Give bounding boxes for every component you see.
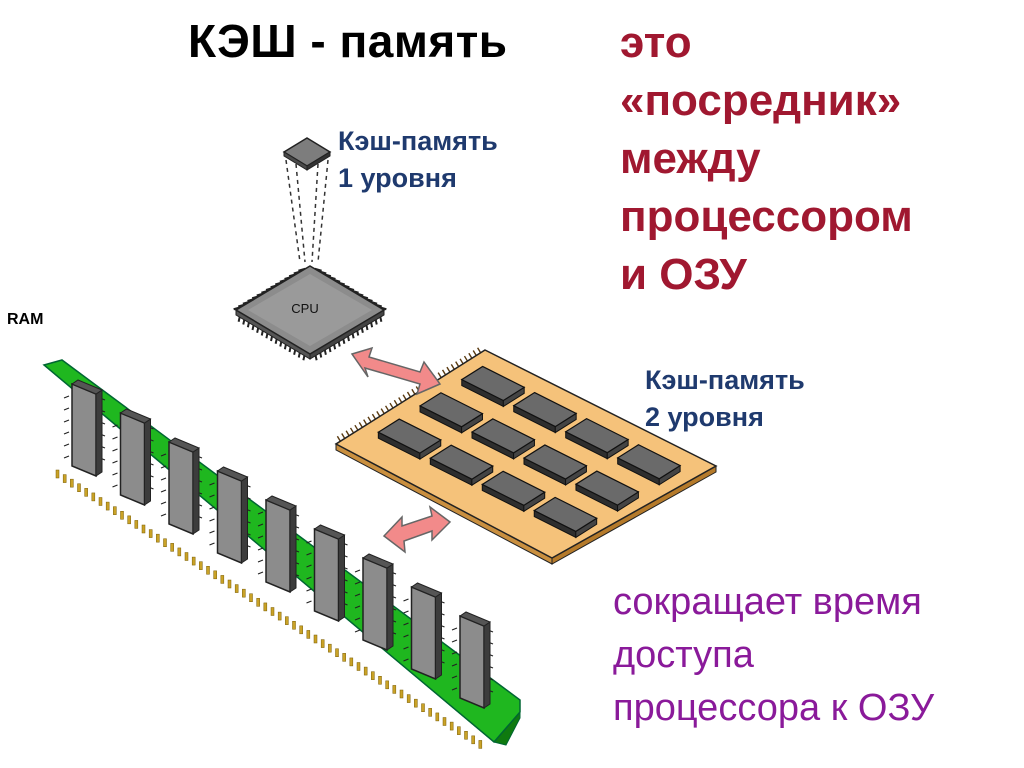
arrow-cpu-cache-icon: [350, 346, 442, 396]
definition-text: это «посредник» между процессором и ОЗУ: [620, 14, 1000, 304]
cache-l2-label-line2: 2 уровня: [645, 402, 764, 432]
definition-line: процессором: [620, 192, 913, 241]
cpu-label: CPU: [291, 301, 318, 316]
cache-l1-label-line2: 1 уровня: [338, 163, 457, 193]
cache-l1-chip: [282, 137, 332, 171]
benefit-line: сокращает время: [613, 581, 922, 623]
cache-l2-board: [334, 347, 718, 565]
cache-l1-projection-lines: [285, 159, 329, 263]
definition-line: это: [620, 18, 692, 67]
arrow-cache-ram-icon: [382, 505, 452, 554]
cache-l2-label: Кэш-память 2 уровня: [645, 362, 805, 436]
benefit-line: доступа: [613, 634, 754, 676]
definition-line: и ОЗУ: [620, 250, 747, 299]
definition-line: между: [620, 134, 761, 183]
ram-label: RAM: [7, 311, 44, 328]
definition-line: «посредник»: [620, 76, 902, 125]
cpu-chip: [233, 265, 387, 361]
benefit-line: процессора к ОЗУ: [613, 687, 935, 729]
ram-module: [40, 359, 521, 749]
slide-title: КЭШ - память: [188, 15, 508, 67]
benefit-text: сокращает время доступа процессора к ОЗУ: [613, 576, 1023, 735]
cache-l2-label-line1: Кэш-память: [645, 365, 805, 395]
cache-l1-label-line1: Кэш-память: [338, 126, 498, 156]
cache-l1-label: Кэш-память 1 уровня: [338, 123, 498, 197]
